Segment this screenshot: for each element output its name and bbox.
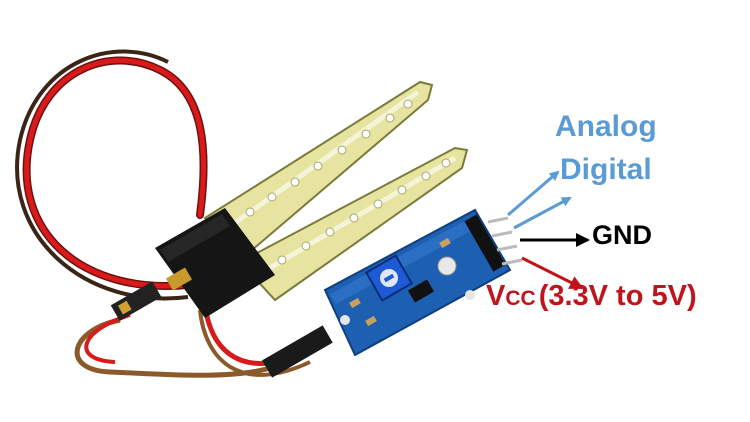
arrow-analog-icon xyxy=(507,170,560,217)
gnd-label: GND xyxy=(592,220,652,250)
potentiometer xyxy=(364,254,414,302)
digital-label: Digital xyxy=(560,153,652,186)
analog-label: Analog xyxy=(555,110,657,143)
vcc-subscript: CC xyxy=(505,287,536,310)
arrow-digital-icon xyxy=(513,196,572,230)
vcc-range: (3.3V to 5V) xyxy=(538,280,697,312)
probe-connector xyxy=(110,281,162,321)
header-pins xyxy=(464,214,523,272)
arrow-vcc-icon xyxy=(521,256,584,290)
vcc-main: V xyxy=(486,280,506,312)
vcc-label: VCC(3.3V to 5V) xyxy=(486,282,697,311)
